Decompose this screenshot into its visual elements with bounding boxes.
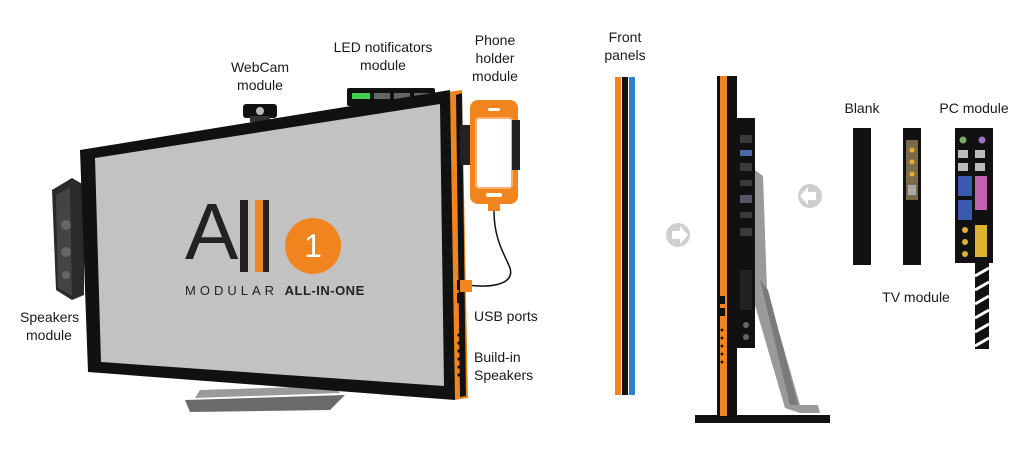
label-led: LED notificators module (333, 39, 433, 73)
logo: A 1 MODULAR ALL-IN-ONE (185, 187, 365, 299)
label-phone: Phone holder module (472, 32, 518, 84)
side-view-monitor (695, 76, 830, 423)
pc-module (955, 128, 993, 349)
arrow-left-icon (798, 184, 822, 208)
label-usb: USB ports (474, 308, 538, 324)
front-panels (615, 77, 635, 395)
label-front-panels: Front panels (604, 29, 646, 63)
label-speakers: Speakers module (20, 309, 80, 343)
tv-module (903, 128, 921, 265)
phone-holder-module (460, 100, 520, 292)
logo-number: 1 (304, 227, 322, 264)
blank-module (853, 128, 871, 265)
label-buildin: Build-in Speakers (474, 349, 534, 383)
logo-tagline-allinone: ALL-IN-ONE (284, 283, 365, 298)
label-tv-module: TV module (882, 289, 950, 305)
arrow-right-icon (666, 223, 690, 247)
webcam-module (243, 104, 277, 122)
speakers-module (52, 178, 84, 300)
label-pc-module: PC module (939, 100, 1009, 116)
monitor-stand (185, 386, 345, 412)
logo-number-badge: 1 (285, 218, 341, 274)
logo-tagline: MODULAR ALL-IN-ONE (185, 283, 365, 298)
logo-tagline-modular: MODULAR (185, 283, 279, 298)
label-webcam: WebCam module (230, 59, 290, 93)
label-blank: Blank (844, 100, 880, 116)
